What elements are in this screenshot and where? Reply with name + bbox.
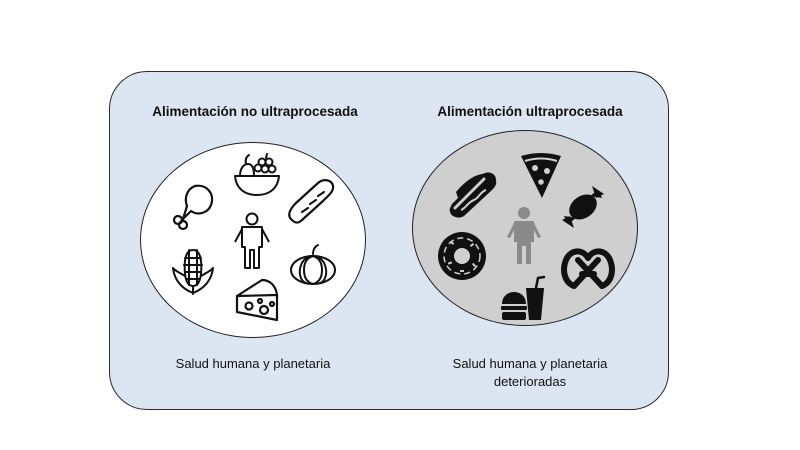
hot-dog-icon	[446, 168, 500, 220]
left-caption: Salud humana y planetaria	[175, 356, 331, 371]
donut-icon	[436, 230, 488, 282]
corn-icon	[170, 246, 216, 296]
right-title: Alimentación ultraprocesada	[437, 104, 623, 119]
pizza-slice-icon	[518, 150, 564, 200]
right-caption: Salud humana y planetaria deterioradas	[390, 355, 670, 391]
person-icon	[232, 212, 272, 270]
chicken-leg-icon	[165, 180, 217, 231]
pumpkin-icon	[288, 244, 338, 286]
person-icon	[504, 206, 544, 266]
fast-food-icon	[500, 275, 546, 322]
fruit-bowl-icon	[232, 152, 282, 198]
pretzel-icon	[560, 244, 616, 292]
candy-icon	[558, 184, 608, 230]
right-caption-line-2: deterioradas	[493, 374, 567, 389]
cheese-icon	[234, 276, 280, 324]
right-caption-line-1: Salud humana y planetaria	[452, 356, 608, 371]
baguette-icon	[286, 178, 336, 226]
left-title: Alimentación no ultraprocesada	[152, 104, 358, 119]
